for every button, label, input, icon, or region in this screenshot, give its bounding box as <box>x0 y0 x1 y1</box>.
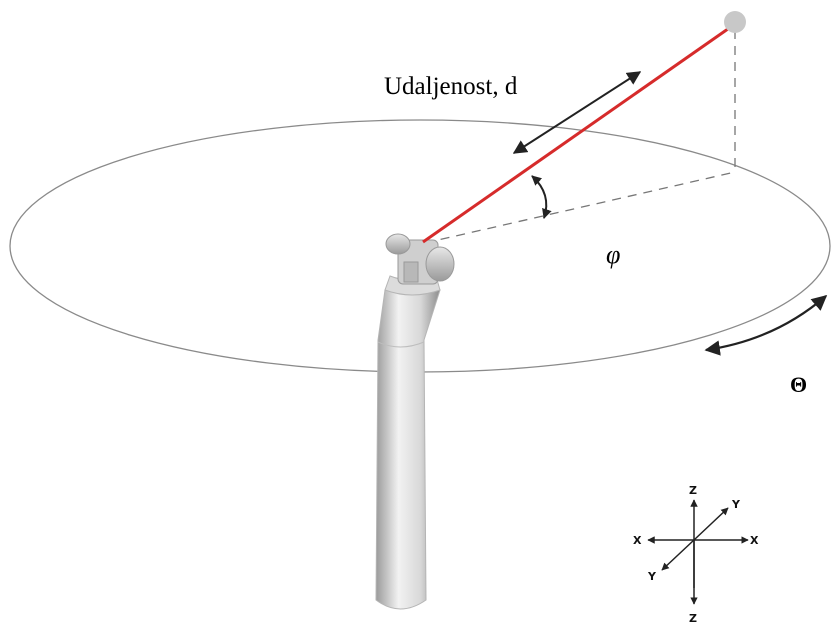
elevation-angle-arrow <box>531 175 552 219</box>
axis-y-up-label: Y <box>731 498 741 511</box>
distance-double-arrow <box>512 71 642 154</box>
axis-x-left-label: X <box>633 534 642 547</box>
scanner-head <box>385 233 455 285</box>
target-point <box>724 11 746 33</box>
distance-label: Udaljenost, d <box>384 73 518 100</box>
axis-x-right-label: X <box>750 534 759 547</box>
azimuth-angle-label: Θ <box>790 372 807 397</box>
scanner-pole <box>375 275 441 610</box>
axis-z-down-label: Z <box>689 612 697 625</box>
projection-dashed-line <box>424 171 736 244</box>
laser-beam-line <box>422 22 736 244</box>
azimuth-angle-arrow <box>704 294 828 356</box>
axis-z-up-label: Z <box>689 484 697 497</box>
distance-label-backdrop <box>378 70 578 100</box>
elevation-angle-label: φ <box>606 240 620 269</box>
coordinate-axes-glyph: Z Z X X Y Y <box>633 484 759 625</box>
axis-y-down-label: Y <box>647 570 657 583</box>
